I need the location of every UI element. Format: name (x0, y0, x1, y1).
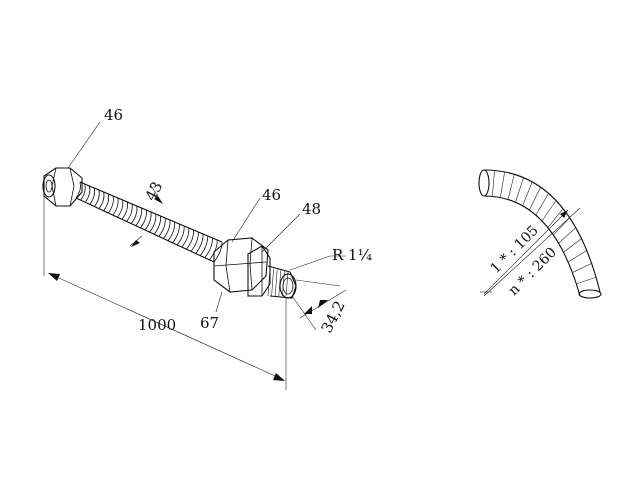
corrugation-ring (149, 213, 157, 233)
thread-line (274, 269, 278, 297)
threaded-end (267, 265, 297, 299)
corrugation-ring (94, 189, 100, 207)
fitting-collar (247, 245, 271, 297)
radius-line-dyn (483, 207, 581, 297)
right-hex-nut (213, 237, 269, 293)
left-hex-nut (42, 167, 83, 207)
bend-rib (541, 200, 557, 222)
corrugation-ring (75, 181, 81, 199)
bend-rib (563, 238, 582, 253)
corrugation-ring (172, 223, 180, 244)
label-hose-diameter: 43 (142, 179, 167, 204)
corrugation-ring (153, 215, 161, 235)
bend-radius-detail: 1 * : 105 n * : 260 (478, 169, 602, 299)
label-thread: R 1¼ (332, 246, 373, 264)
corrugation-ring (199, 235, 209, 256)
corrugation-ring (80, 183, 86, 201)
corrugation-ring (167, 221, 176, 241)
corrugation-ring (186, 229, 195, 250)
bend-rib (558, 227, 576, 244)
corrugation-ring (209, 239, 218, 261)
corrugation-ring (112, 197, 119, 216)
hose-end-bottom (578, 289, 602, 299)
bend-rib (576, 276, 597, 285)
bend-corrugations (492, 170, 597, 285)
corrugation-ring (195, 233, 204, 254)
corrugation-ring (144, 211, 152, 231)
corrugation-ring (98, 191, 105, 209)
corrugation-ring (130, 205, 138, 224)
thread-line (285, 271, 289, 297)
corrugation-ring (103, 193, 110, 212)
bend-rib (572, 263, 592, 273)
corrugation-ring (181, 227, 190, 248)
thread-line (267, 267, 271, 297)
thread-diameter-dimension (291, 279, 347, 331)
bend-rib (529, 187, 541, 211)
label-nut-left: 46 (104, 106, 123, 124)
corrugation-ring (117, 199, 124, 218)
bend-rib (515, 177, 524, 203)
bend-rib (492, 170, 495, 197)
bend-rib (553, 217, 570, 236)
label-nut-right: 46 (262, 186, 281, 204)
hose-assembly: 46 43 46 48 R 1¼ 34,2 67 1000 (42, 106, 373, 390)
hose-end-top (478, 169, 490, 197)
corrugated-hose (75, 181, 223, 263)
thread-line (271, 268, 274, 297)
corrugation-ring (213, 241, 223, 263)
bend-rib (547, 208, 564, 228)
corrugation-ring (140, 209, 147, 229)
corrugation-ring (107, 195, 114, 214)
radius-line-min (483, 209, 569, 295)
bend-rib (522, 181, 533, 206)
bend-rib (507, 174, 515, 200)
corrugation-ring (158, 217, 166, 237)
corrugation-ring (204, 237, 213, 258)
bend-rib (567, 250, 587, 263)
corrugation-ring (84, 185, 91, 203)
corrugation-ring (121, 201, 128, 220)
leader-lines (67, 121, 346, 313)
label-fitting: 48 (302, 200, 321, 218)
bend-rib (500, 171, 505, 198)
corrugation-ring (135, 207, 143, 226)
corrugation-ring (89, 187, 95, 205)
corrugation-ring (190, 231, 199, 252)
bend-rib (535, 193, 549, 216)
corrugation-ring (176, 225, 185, 246)
corrugation-ring (126, 203, 133, 222)
hose-corrugations (75, 181, 223, 263)
label-collar: 67 (200, 314, 219, 332)
length-dimension (43, 196, 287, 390)
corrugation-ring (163, 219, 171, 239)
label-length: 1000 (138, 316, 176, 334)
